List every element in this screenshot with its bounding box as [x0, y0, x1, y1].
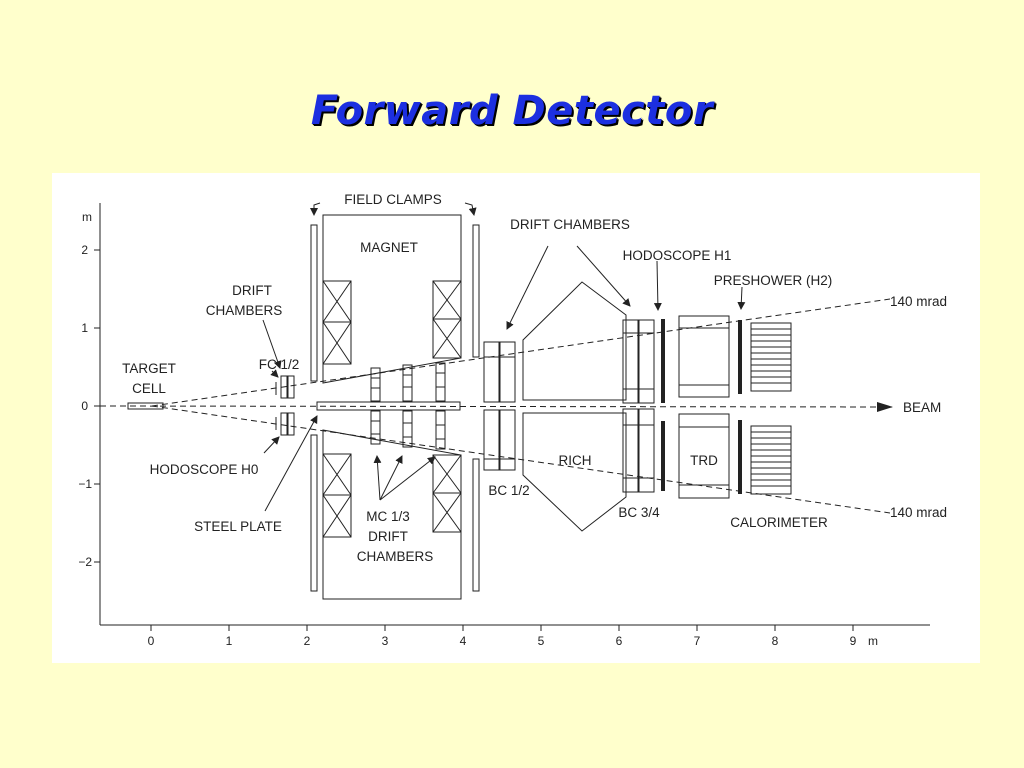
label-mc: DRIFT [368, 529, 408, 544]
label-drift-chambers-left: CHAMBERS [206, 303, 283, 318]
label-preshower: PRESHOWER (H2) [714, 273, 833, 288]
x-tick-label: 8 [772, 634, 779, 648]
x-tick-label: 6 [616, 634, 623, 648]
y-tick-label: 2 [81, 243, 88, 257]
x-tick-label: 3 [382, 634, 389, 648]
fc-chambers [275, 375, 295, 436]
label-target-cell: CELL [132, 381, 166, 396]
x-tick-label: 5 [538, 634, 545, 648]
mc-chambers [370, 362, 446, 450]
page-title: Forward Detector [310, 88, 714, 134]
detector-diagram: m 2 1 0 −1 −2 0 1 2 3 4 5 6 7 8 9 m FIEL… [78, 192, 947, 648]
label-hodoscope-h1: HODOSCOPE H1 [623, 248, 732, 263]
rich-bottom [522, 412, 627, 532]
trd-module [678, 315, 730, 499]
detector-diagram-panel: m 2 1 0 −1 −2 0 1 2 3 4 5 6 7 8 9 m FIEL… [52, 173, 980, 663]
label-bc12: BC 1/2 [488, 483, 529, 498]
acceptance-bottom-line [151, 405, 891, 514]
label-beam: BEAM [903, 400, 941, 415]
rich-top [522, 281, 627, 401]
x-tick-label: 9 [850, 634, 857, 648]
field-clamp-left-top [310, 224, 318, 382]
y-tick-label: 0 [81, 399, 88, 413]
x-tick-label: 4 [460, 634, 467, 648]
x-tick-label: 2 [304, 634, 311, 648]
label-calorimeter: CALORIMETER [730, 515, 828, 530]
label-140-mrad-top: 140 mrad [890, 294, 947, 309]
label-field-clamps: FIELD CLAMPS [344, 192, 442, 207]
x-tick-label: 0 [148, 634, 155, 648]
y-tick-label: 1 [81, 321, 88, 335]
field-clamp-left-bottom [310, 434, 318, 592]
label-bc34: BC 3/4 [618, 505, 660, 520]
acceptance-top-line [151, 298, 891, 407]
calorimeter-module [750, 322, 792, 495]
preshower-top [738, 320, 742, 394]
y-axis-unit: m [82, 210, 92, 224]
leader-lines [262, 202, 746, 512]
label-mc: MC 1/3 [366, 509, 410, 524]
label-drift-chambers-top: DRIFT CHAMBERS [510, 217, 630, 232]
steel-plate [316, 401, 461, 411]
bc34-chambers [622, 319, 655, 493]
hodoscope-h1-top [661, 319, 665, 403]
beam-line [99, 401, 893, 412]
hodoscope-h1-bottom [661, 421, 665, 491]
x-tick-label: 7 [694, 634, 701, 648]
label-140-mrad-bottom: 140 mrad [890, 505, 947, 520]
field-clamp-right-bottom [472, 458, 480, 592]
label-magnet: MAGNET [360, 240, 418, 255]
label-target-cell: TARGET [122, 361, 176, 376]
hodoscopes [661, 319, 742, 494]
label-hodoscope-h0: HODOSCOPE H0 [150, 462, 259, 477]
preshower-bottom [738, 420, 742, 494]
label-steel-plate: STEEL PLATE [194, 519, 282, 534]
magnet-coils [322, 280, 462, 538]
x-axis-unit: m [868, 634, 878, 648]
x-tick-label: 1 [226, 634, 233, 648]
label-trd: TRD [690, 453, 718, 468]
label-rich: RICH [559, 453, 592, 468]
y-tick-label: −1 [78, 477, 92, 491]
magnet-bottom-yoke [322, 429, 462, 600]
label-fc: FC 1/2 [259, 357, 300, 372]
label-mc: CHAMBERS [357, 549, 434, 564]
field-clamp-right-top [472, 224, 480, 358]
bc12-chambers [483, 341, 516, 471]
target-cell [127, 402, 164, 410]
label-drift-chambers-left: DRIFT [232, 283, 272, 298]
y-tick-label: −2 [78, 555, 92, 569]
